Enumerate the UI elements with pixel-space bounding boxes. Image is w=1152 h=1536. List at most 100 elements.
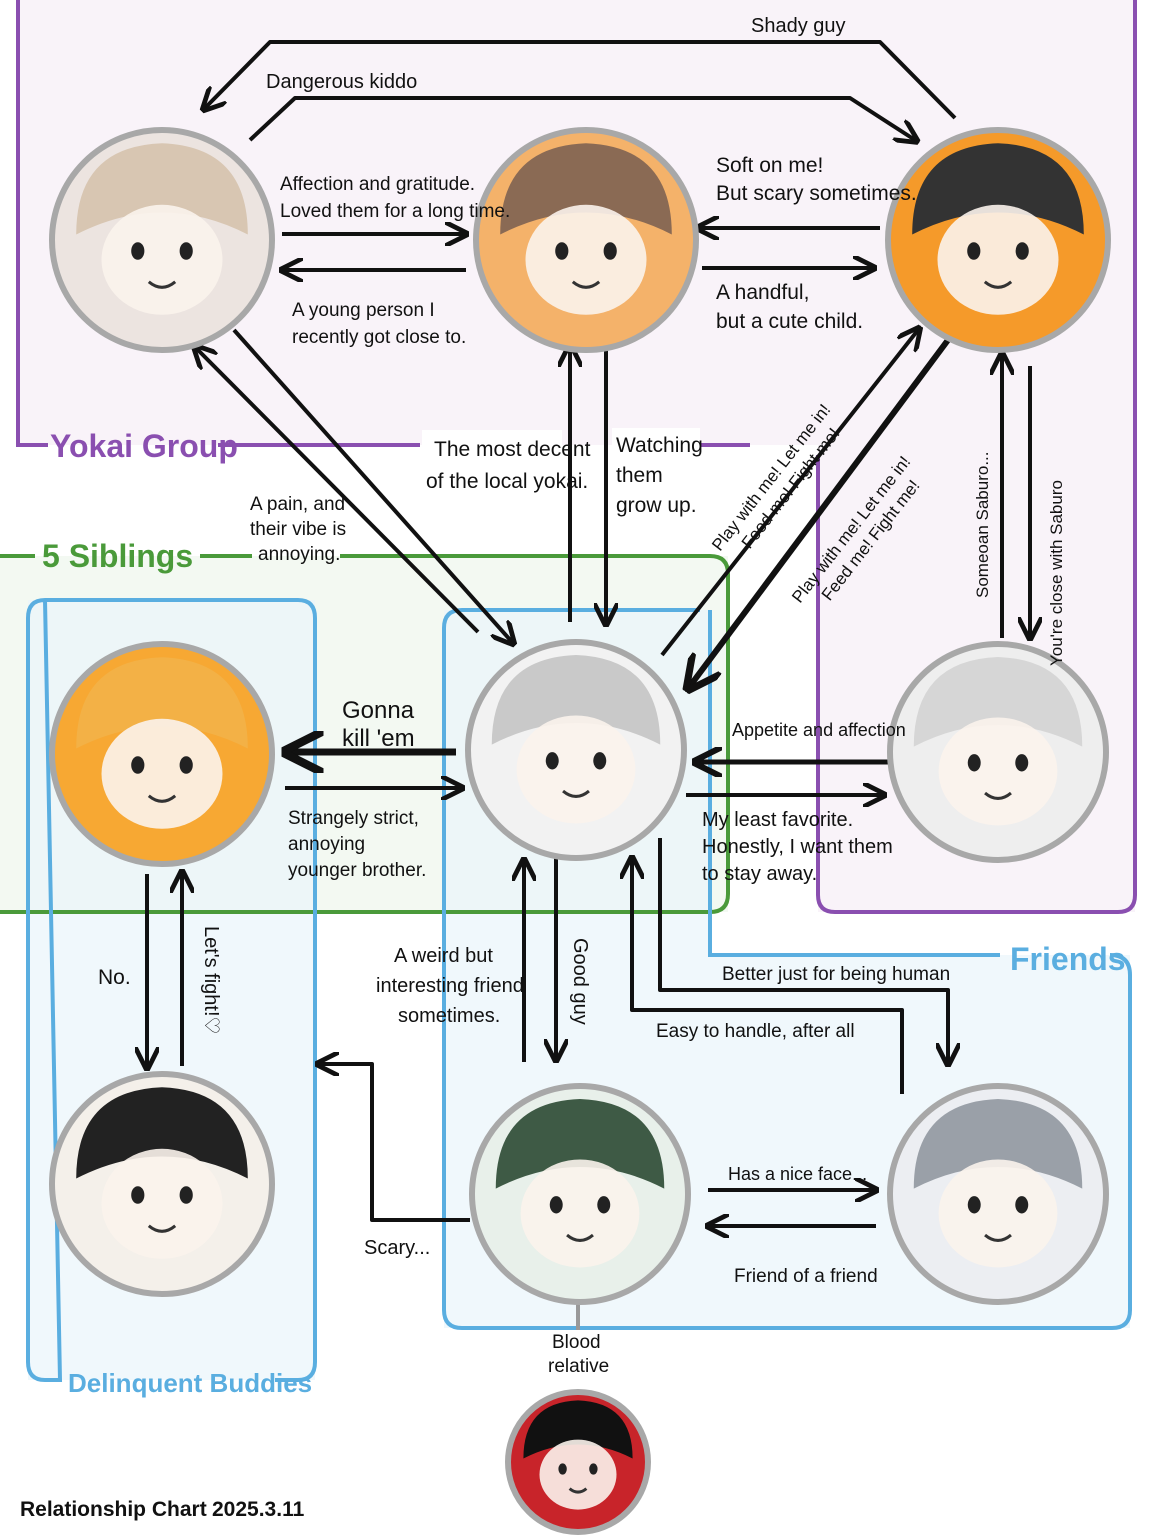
label-gonna-2: kill 'em (342, 725, 415, 752)
arrow-shady-guy (205, 40, 957, 120)
arrow-decent (232, 328, 512, 642)
label-bg-decent (422, 430, 562, 496)
label-scary: Scary... (364, 1237, 430, 1259)
portrait-white-hair-yokai[interactable] (887, 641, 1109, 863)
label-bg-watching (612, 428, 700, 520)
label-gonna-1: Gonna (342, 697, 415, 724)
label-affection-1: Affection and gratitude. (280, 174, 475, 195)
hair-shape (913, 1098, 1083, 1189)
mouth-shape (147, 280, 177, 289)
siblings-group-label: 5 Siblings (42, 538, 193, 574)
mouth-shape (147, 1224, 177, 1233)
eye-shape (131, 1186, 145, 1204)
label-weird-3: sometimes. (398, 1005, 500, 1027)
label-appetite: Appetite and affection (732, 720, 906, 740)
face-shape (516, 715, 636, 824)
footer-title: Relationship Chart (20, 1498, 207, 1521)
label-pain-2: their vibe is (250, 519, 346, 540)
label-lets-fight-wrap: Let's fight!♡ (200, 926, 222, 1034)
portrait-blond-man[interactable] (49, 127, 275, 353)
label-strict-3: younger brother. (288, 860, 426, 881)
arrow-play-a (660, 330, 918, 657)
portrait-orange-hair-boy[interactable] (49, 641, 275, 867)
hair-shape (523, 1400, 633, 1459)
label-good-guy: Good guy (569, 938, 591, 1025)
hair-shape (913, 656, 1083, 747)
eye-shape (545, 752, 559, 770)
label-handful-1: A handful, (716, 281, 809, 304)
label-close-saburo-wrap: You're close with Saburo (1047, 480, 1066, 666)
face-shape (101, 204, 223, 315)
portrait-glasses-man[interactable] (465, 639, 687, 861)
label-weird-1: A weird but (394, 945, 493, 967)
hair-shape (491, 654, 661, 745)
arrow-dangerous-kiddo (248, 96, 915, 140)
face-shape (101, 1148, 223, 1259)
mouth-shape (562, 789, 590, 798)
label-strict-2: annoying (288, 834, 365, 855)
label-handful-2: but a cute child. (716, 310, 863, 333)
eye-shape (1015, 242, 1029, 260)
siblings-group-box (0, 554, 730, 914)
label-friend-of-friend: Friend of a friend (734, 1266, 878, 1287)
mouth-shape (983, 280, 1013, 289)
label-soft-1: Soft on me! (716, 154, 823, 177)
eye-shape (558, 1463, 567, 1475)
label-watch-1: Watching (616, 434, 703, 457)
eye-shape (967, 242, 981, 260)
portrait-black-hair-delinquent[interactable] (49, 1071, 275, 1297)
friends-group-box (442, 608, 1132, 1330)
eye-shape (593, 752, 607, 770)
label-pain-1: A pain, and (250, 494, 345, 515)
mouth-shape (566, 1233, 594, 1242)
label-young-2: recently got close to. (292, 327, 466, 348)
label-weird-2: interesting friend (376, 975, 524, 997)
label-soft-2: But scary sometimes. (716, 182, 917, 205)
eye-shape (589, 1463, 598, 1475)
hair-shape (76, 657, 248, 749)
portrait-wolf-yokai[interactable] (885, 127, 1111, 353)
label-blood-1: Blood (552, 1332, 601, 1353)
portrait-silver-hair-man[interactable] (887, 1083, 1109, 1305)
eye-shape (179, 242, 193, 260)
friends-group-label: Friends (1010, 941, 1126, 977)
group-boxes (0, 0, 1137, 1382)
relationship-arrows (147, 40, 1030, 1330)
portrait-relative-glasses[interactable] (505, 1389, 651, 1535)
eye-shape (131, 756, 145, 774)
label-shady-guy: Shady guy (751, 15, 846, 37)
mouth-shape (984, 791, 1012, 800)
label-watch-3: grow up. (616, 494, 697, 517)
label-pain-3: annoying. (258, 544, 340, 565)
label-least-3: to stay away. (702, 863, 817, 885)
delinquent-group-label: Delinquent Buddies (68, 1368, 312, 1398)
label-affection-2: Loved them for a long time. (280, 201, 510, 222)
footer-date: 2025.3.11 (212, 1498, 305, 1521)
portrait-brown-hair-girl[interactable] (473, 127, 699, 353)
arrow-pain (196, 348, 480, 634)
label-watch-2: them (616, 464, 663, 487)
mouth-shape (147, 794, 177, 803)
delinquent-group-box (26, 597, 317, 1382)
label-dangerous-kiddo: Dangerous kiddo (266, 71, 417, 93)
eye-shape (555, 242, 569, 260)
face-shape (938, 1159, 1058, 1268)
mouth-shape (984, 1233, 1012, 1242)
eye-shape (1015, 754, 1029, 772)
face-shape (938, 717, 1058, 826)
yokai-group-box (16, 0, 1137, 914)
arrow-easy-handle (632, 860, 904, 1094)
arrow-better-human (658, 838, 948, 1062)
eye-shape (549, 1196, 563, 1214)
eye-shape (1015, 1196, 1029, 1214)
portrait-green-hair-boy[interactable] (469, 1083, 691, 1305)
label-good-guy-wrap: Good guy (569, 938, 591, 1025)
label-decent-1: The most decent (434, 438, 591, 461)
label-decent-2: of the local yokai. (426, 470, 588, 493)
eye-shape (131, 242, 145, 260)
hair-shape (500, 143, 672, 235)
label-better-human: Better just for being human (722, 964, 950, 985)
arrow-play-b (690, 338, 951, 686)
label-close-saburo: You're close with Saburo (1047, 480, 1066, 666)
